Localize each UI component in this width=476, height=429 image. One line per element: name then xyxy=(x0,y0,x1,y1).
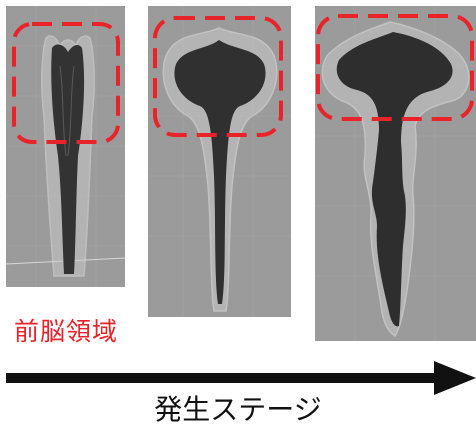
developmental-stage-label: 発生ステージ xyxy=(0,388,476,428)
embryo-panel-2 xyxy=(148,6,291,317)
embryo-panel-1 xyxy=(6,6,125,287)
embryo-panel-3 xyxy=(315,6,476,341)
forebrain-region-label: 前脳領域 xyxy=(14,312,118,348)
